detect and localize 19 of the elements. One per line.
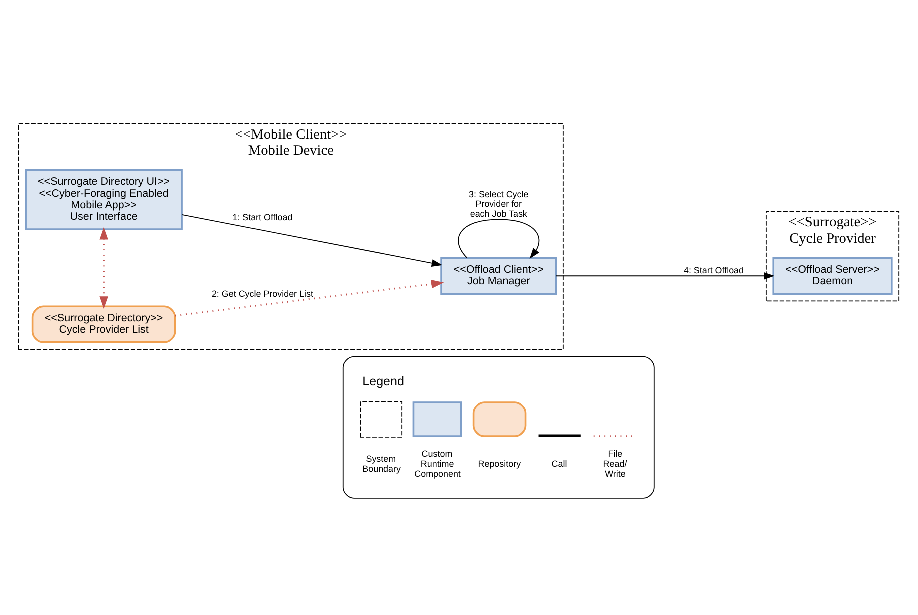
node-box: <<Offload Server>> Daemon <box>772 257 893 295</box>
arrow <box>556 272 775 280</box>
legend-label: Call <box>552 459 568 470</box>
edge-label: 1: Start Offload <box>232 212 293 223</box>
legend-label: Repository <box>478 459 522 470</box>
edge-label: 2: Get Cycle Provider List <box>212 288 314 299</box>
legend-label: System Boundary <box>362 454 401 474</box>
arrow <box>100 227 108 310</box>
node-box: <<Offload Client>> Job Manager <box>440 257 558 295</box>
legend-label: File Read/ Write <box>603 449 628 479</box>
legend-label: Custom Runtime Component <box>414 449 461 479</box>
edge-label: 3: Select Cycle Provider for each Job Task <box>469 189 529 219</box>
label: Legend <box>362 374 404 389</box>
node-box: <<Surrogate Directory UI>> <<Cyber-Foraging Enabled Mobile App>> User Interface <box>25 169 183 230</box>
arrow <box>458 219 540 259</box>
node-box: <<Surrogate Directory>> Cycle Provider List <box>32 306 176 344</box>
arrow <box>175 280 444 317</box>
arrow <box>182 214 443 268</box>
edge-label: 4: Start Offload <box>684 265 744 276</box>
